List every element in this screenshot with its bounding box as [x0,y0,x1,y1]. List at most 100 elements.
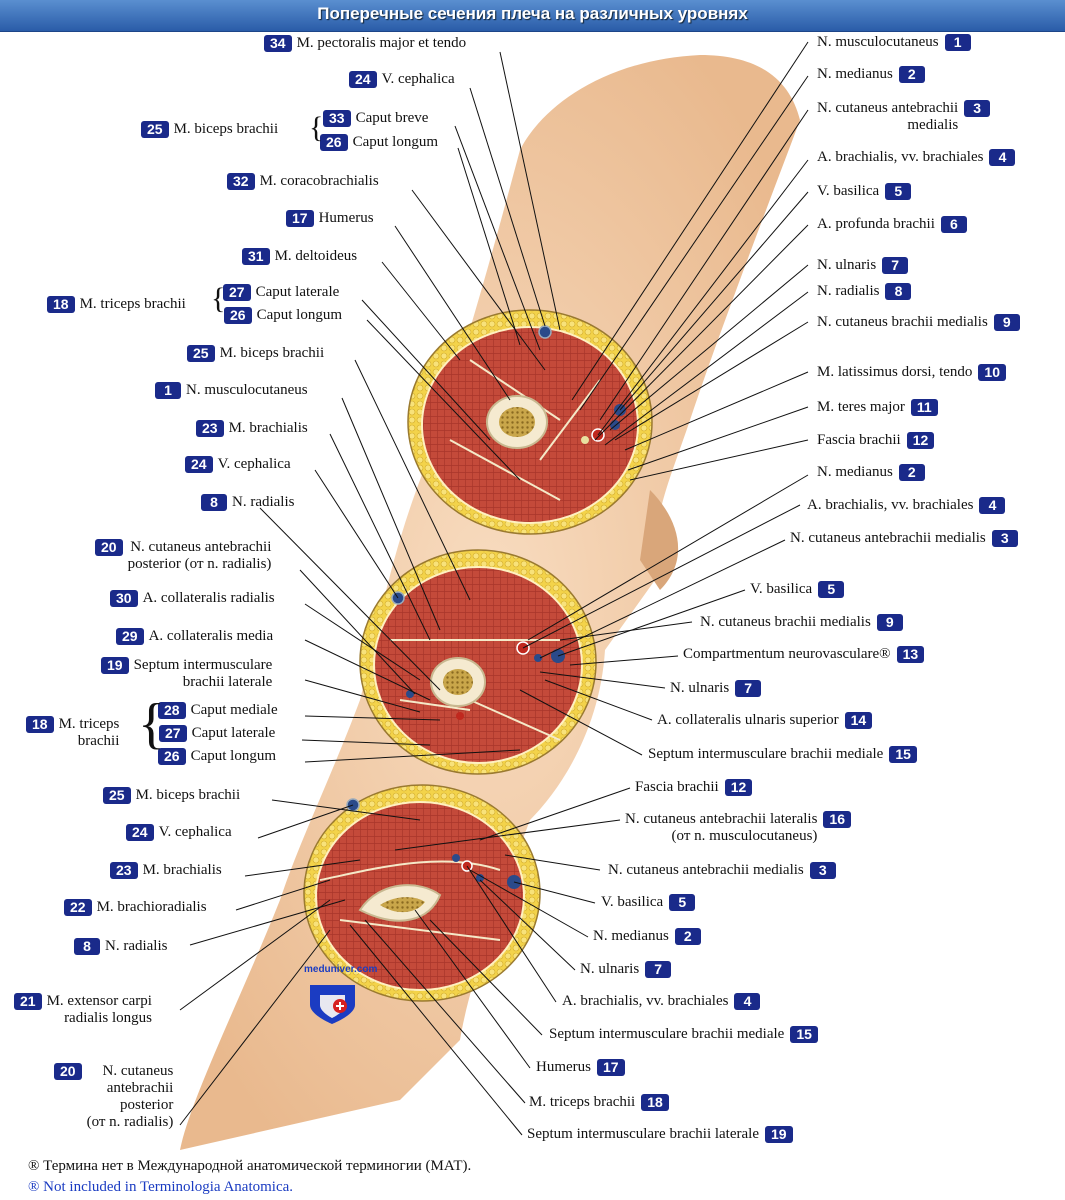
label-number-badge: 21 [14,993,42,1010]
label-text: V. basilica [750,581,813,597]
label-text: N. medianus [817,464,893,480]
label-r12: Fascia brachii 12 [817,432,935,449]
label-text: Caput laterale [255,284,340,300]
label-r18: Compartmentum neurovasculare®13 [683,646,925,663]
label-number-badge: 32 [227,173,255,190]
label-number-badge: 26 [320,134,348,151]
label-number-badge: 9 [993,314,1020,331]
label-number-badge: 2 [898,66,925,83]
label-number-badge: 15 [889,746,917,763]
label-number-badge: 18 [26,716,54,733]
label-text: Fascia brachii [817,432,901,448]
label-text: V. basilica [601,894,664,910]
label-number-badge: 24 [126,824,154,841]
label-number-badge: 3 [991,530,1018,547]
label-number-badge: 27 [223,284,251,301]
footnote-ru: Термина нет в Международной анатомическо… [43,1158,472,1174]
label-text: V. cephalica [381,71,455,87]
footnotes: ® Термина нет в Международной анатомичес… [28,1156,471,1198]
label-text: N. musculocutaneus [817,34,939,50]
label-number-badge: 26 [224,307,252,324]
label-text: Septum intermusculare brachii mediale [648,746,884,762]
label-text: V. cephalica [158,824,232,840]
label-number-badge: 12 [906,432,935,449]
label-text: M. coracobrachialis [259,173,379,189]
label-r3: N. cutaneus antebrachii medialis3 [817,100,991,134]
label-number-badge: 26 [158,748,186,765]
brace-triceps: { [211,282,226,315]
label-number-badge: 24 [185,456,213,473]
label-number-badge: 24 [349,71,377,88]
label-text: M. biceps brachii [135,787,241,803]
label-text: Humerus [318,210,374,226]
label-r2: N. medianus 2 [817,66,925,83]
page-title: Поперечные сечения плеча на различных ур… [317,4,748,23]
label-text: Caput mediale [190,702,278,718]
label-number-badge: 14 [844,712,873,729]
label-number-badge: 18 [641,1094,669,1111]
title-bar: Поперечные сечения плеча на различных ур… [0,0,1065,32]
brace-triceps-lower: { [138,693,165,755]
axilla-shadow [640,490,679,590]
label-number-badge: 1 [155,382,181,399]
label-text: N. cutaneus antebrachii medialis [608,862,804,878]
label-text: N. musculocutaneus [186,382,308,398]
label-text: N. cutaneus antebrachii medialis [790,530,986,546]
label-text: Fascia brachii [635,779,719,795]
label-text: N. ulnaris [580,961,640,977]
label-number-badge: 20 [95,539,123,556]
label-number-badge: 17 [597,1059,625,1076]
label-number-badge: 7 [645,961,672,978]
label-text: Septum intermusculare brachii laterale [133,657,273,690]
label-r23: N. cutaneus antebrachii lateralis (от n.… [625,811,851,845]
label-r21: Septum intermusculare brachii mediale 15 [648,746,917,763]
label-text: N. ulnaris [670,680,730,696]
label-text: A. collateralis radialis [142,590,275,606]
section-lower [303,784,541,1024]
label-number-badge: 2 [898,464,925,481]
label-number-badge: 23 [110,862,138,879]
label-text: A. brachialis, vv. brachiales [807,497,974,513]
label-text: M. biceps brachii [219,345,325,361]
footnote-en: Not included in Terminologia Anatomica. [43,1179,294,1195]
label-text: N. medianus [817,66,893,82]
label-number-badge: 23 [196,420,224,437]
label-number-badge: 9 [876,614,903,631]
label-r15: N. cutaneus antebrachii medialis 3 [790,530,1018,547]
label-text: Humerus [536,1059,591,1075]
leader-lines [179,41,809,1136]
label-number-badge: 10 [978,364,1006,381]
label-text: A. profunda brachii [817,216,935,232]
label-r13: N. medianus 2 [817,464,925,481]
label-text: V. basilica [817,183,880,199]
label-number-badge: 25 [103,787,131,804]
label-r27: N. ulnaris 7 [580,961,672,978]
label-text: Septum intermusculare brachii laterale [527,1126,759,1142]
